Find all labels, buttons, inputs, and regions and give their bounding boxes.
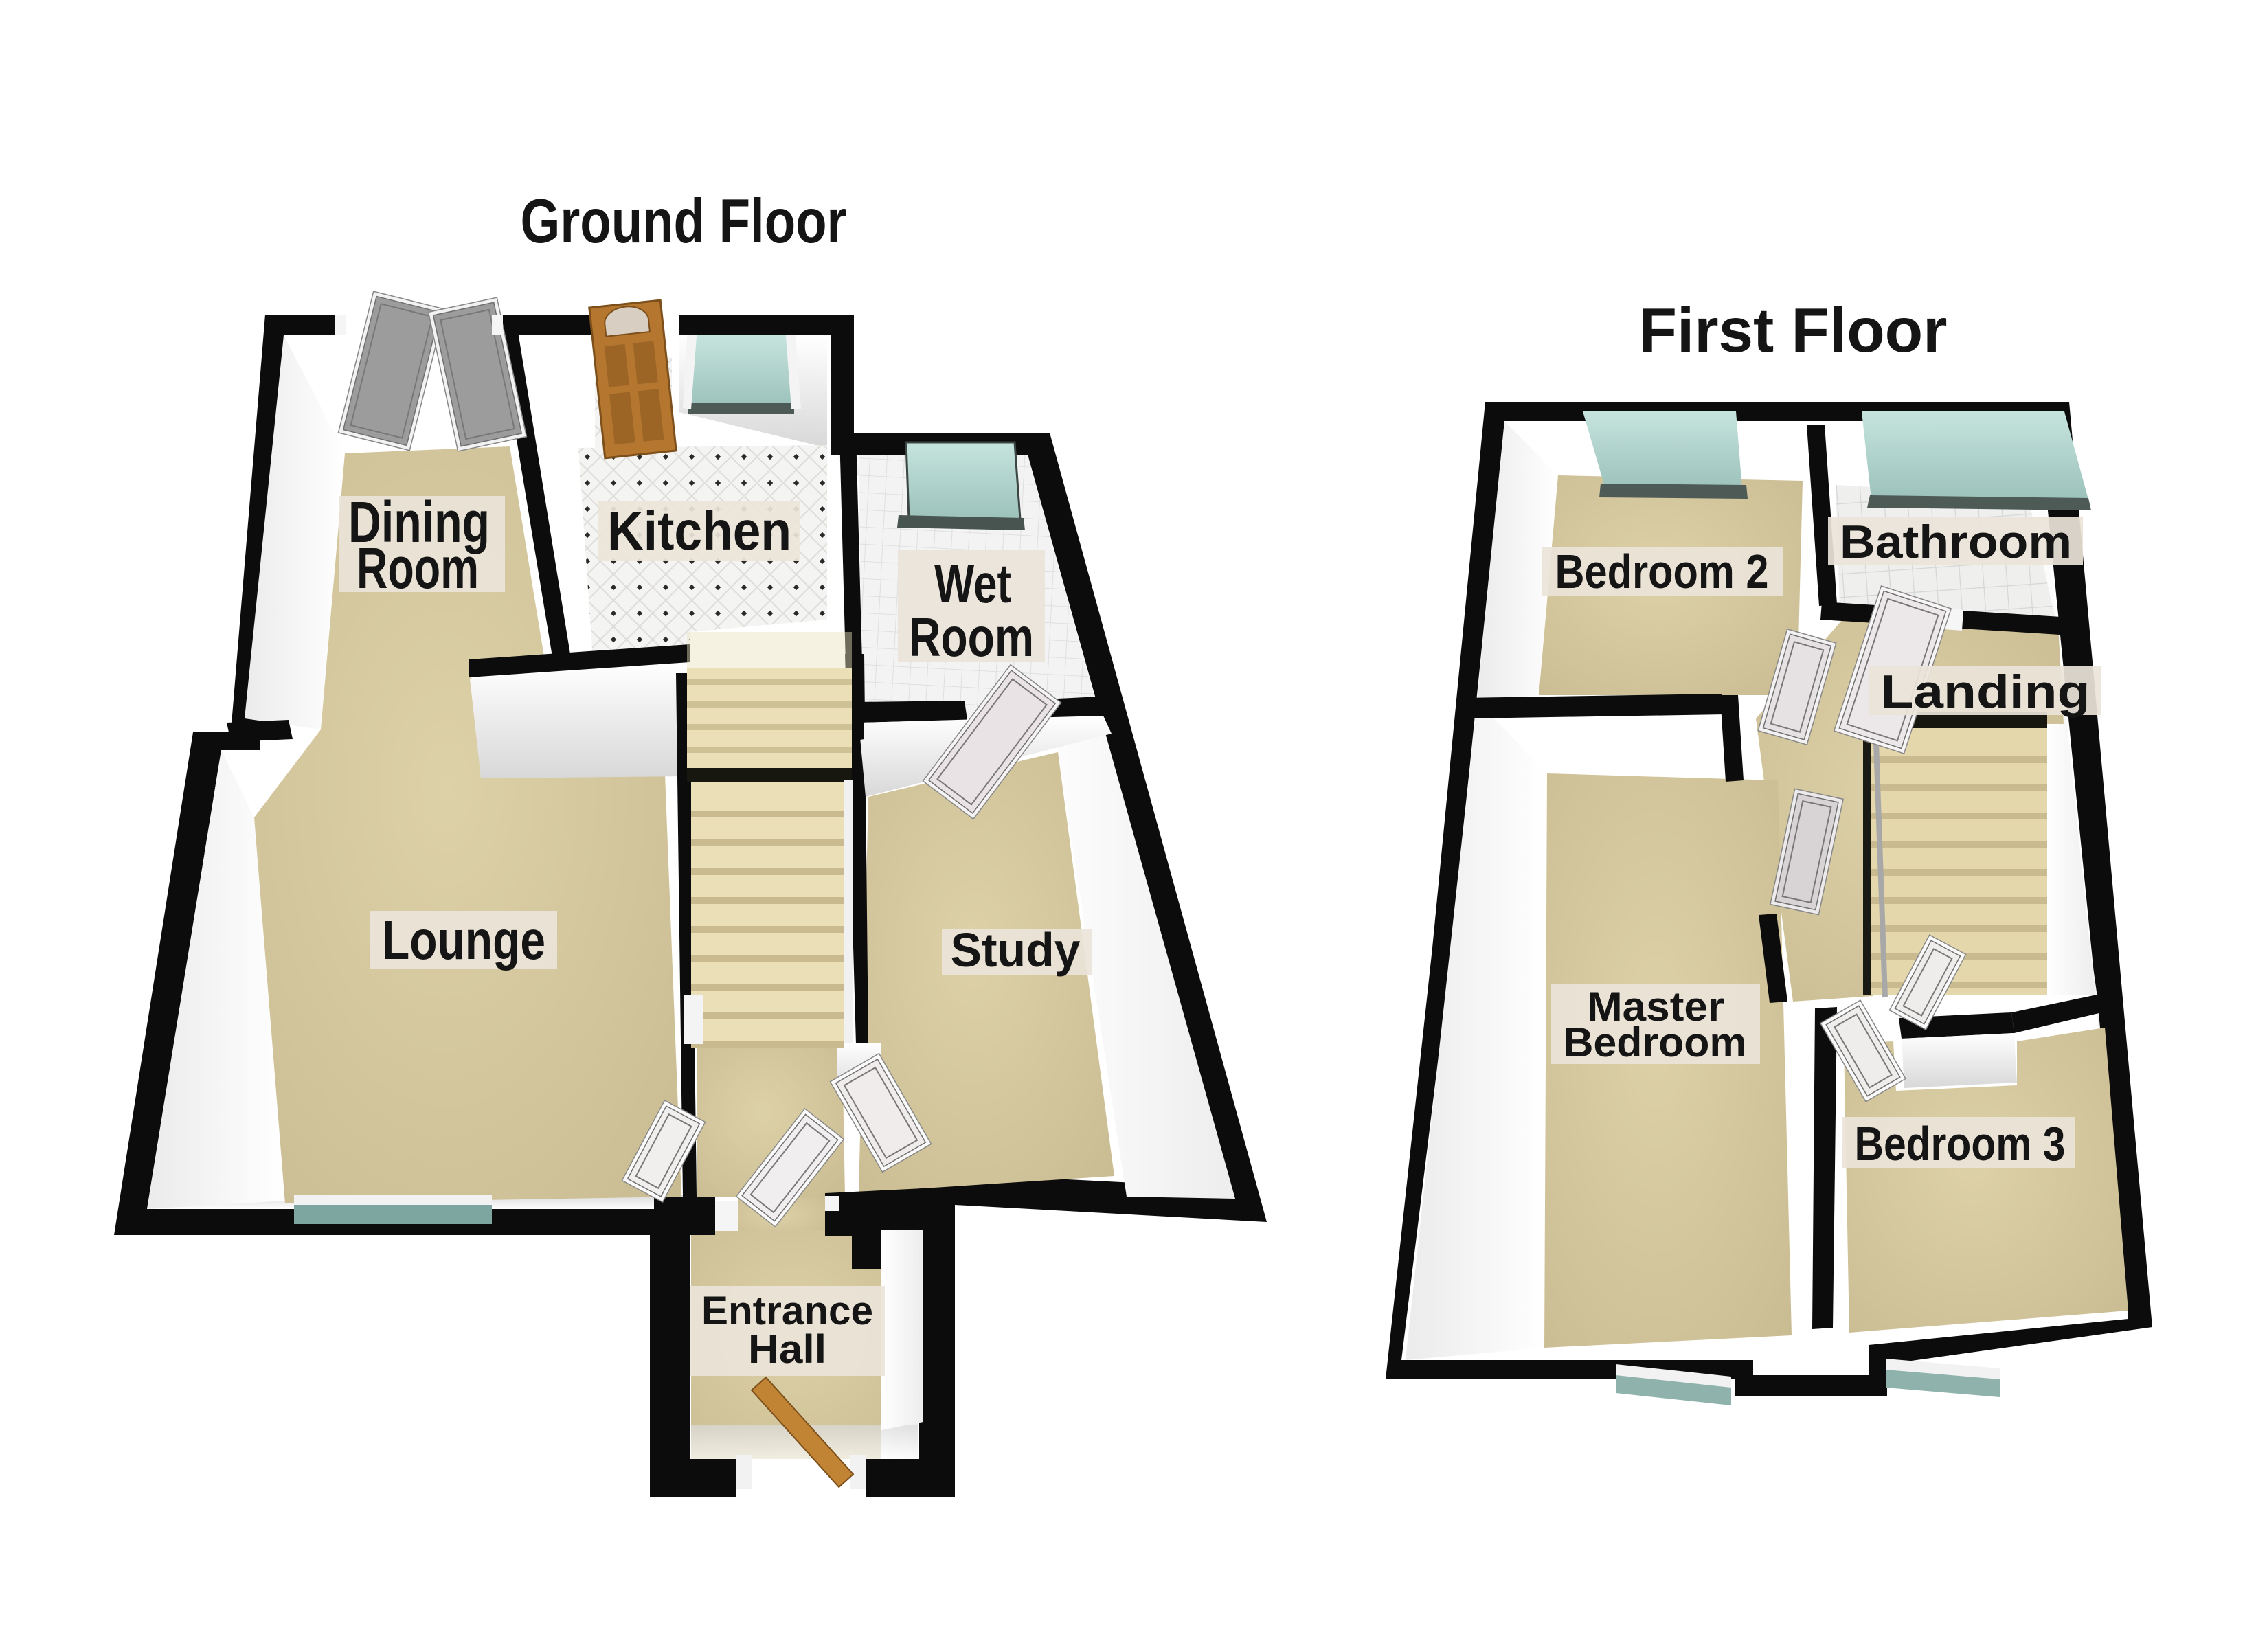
svg-text:Bathroom: Bathroom <box>1840 516 2072 568</box>
svg-text:Bedroom 2: Bedroom 2 <box>1555 545 1769 598</box>
svg-text:Hall: Hall <box>748 1327 826 1372</box>
svg-text:Master: Master <box>1587 984 1724 1030</box>
svg-text:First Floor: First Floor <box>1639 296 1948 365</box>
svg-text:Bedroom: Bedroom <box>1564 1019 1747 1065</box>
svg-text:Room: Room <box>357 536 479 600</box>
svg-text:Entrance: Entrance <box>701 1289 873 1333</box>
svg-text:Kitchen: Kitchen <box>607 500 791 561</box>
svg-text:Landing: Landing <box>1881 666 2090 718</box>
svg-text:Dining: Dining <box>348 490 490 554</box>
svg-text:Wet: Wet <box>934 553 1011 614</box>
svg-text:Bedroom 3: Bedroom 3 <box>1855 1117 2066 1170</box>
svg-text:Study: Study <box>951 923 1081 977</box>
svg-text:Lounge: Lounge <box>382 909 545 971</box>
svg-text:Room: Room <box>909 607 1034 668</box>
svg-text:Ground Floor: Ground Floor <box>521 187 847 256</box>
